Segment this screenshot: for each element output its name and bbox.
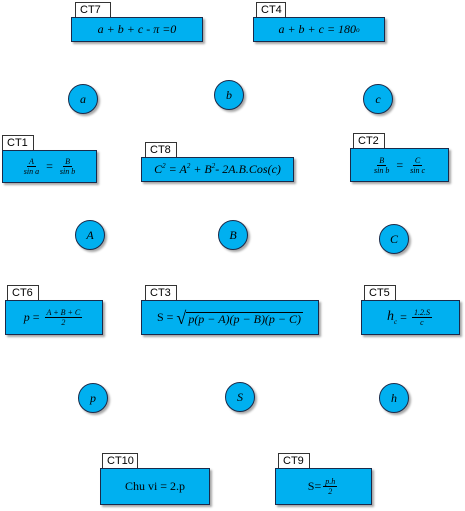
ct9-den: 2 bbox=[328, 487, 333, 496]
node-S-label: S bbox=[237, 389, 243, 404]
ct6-lhs: p bbox=[23, 310, 30, 324]
ct5-equals: = bbox=[400, 310, 407, 324]
ct1-den-2: sin b bbox=[59, 167, 76, 176]
node-S[interactable]: S bbox=[225, 382, 255, 412]
ct3-radicand: p(p − A)(p − B)(p − C) bbox=[186, 311, 304, 326]
ct2-tag: CT2 bbox=[353, 133, 385, 149]
ct8-formula-box[interactable]: C2 = A2 + B2- 2A.B.Cos(c) bbox=[141, 157, 294, 182]
ct1-equals: = bbox=[46, 159, 53, 173]
ct3-equals: = bbox=[166, 310, 174, 324]
ct7-formula-box[interactable]: a + b + c - π =0 bbox=[71, 17, 203, 42]
node-a[interactable]: a bbox=[68, 84, 98, 114]
node-p[interactable]: p bbox=[78, 383, 108, 413]
ct3-formula-box[interactable]: S = √p(p − A)(p − B)(p − C) bbox=[141, 300, 319, 335]
ct6-tag: CT6 bbox=[7, 285, 39, 301]
ct9-lhs: S= bbox=[307, 479, 322, 493]
ct4-degree: o bbox=[356, 25, 360, 34]
ct10-tag: CT10 bbox=[102, 453, 138, 469]
ct2-equals: = bbox=[396, 157, 404, 172]
ct5-num: 1.2.S bbox=[411, 308, 432, 318]
ct9-tag: CT9 bbox=[278, 453, 310, 469]
ct4-tag: CT4 bbox=[256, 2, 286, 18]
node-C[interactable]: C bbox=[379, 224, 409, 254]
ct8-formula: C2 = A2 + B2- 2A.B.Cos(c) bbox=[154, 162, 281, 176]
ct5-tag: CT5 bbox=[364, 285, 396, 301]
node-b[interactable]: b bbox=[214, 80, 244, 110]
node-p-label: p bbox=[90, 390, 96, 405]
ct7-formula: a + b + c - π =0 bbox=[97, 22, 177, 36]
ct1-den-1: sin a bbox=[23, 167, 40, 176]
node-c[interactable]: c bbox=[363, 84, 393, 114]
ct7-tag: CT7 bbox=[75, 2, 111, 18]
ct1-tag: CT1 bbox=[2, 135, 34, 151]
ct6-equals: = bbox=[32, 310, 40, 324]
ct2-num-1: B bbox=[377, 155, 387, 166]
ct3-tag: CT3 bbox=[145, 285, 177, 301]
ct6-den: 2 bbox=[61, 318, 66, 327]
ct1-num-2: B bbox=[63, 157, 72, 167]
ct10-formula-box[interactable]: Chu vi = 2.p bbox=[100, 468, 210, 505]
node-h-label: h bbox=[391, 390, 397, 405]
node-C-label: C bbox=[389, 231, 398, 246]
ct5-lhs: hc bbox=[387, 309, 398, 326]
node-a-label: a bbox=[80, 91, 86, 106]
ct8-tag: CT8 bbox=[145, 142, 177, 158]
ct1-num-1: A bbox=[26, 157, 36, 167]
ct5-den: c bbox=[420, 318, 424, 327]
ct2-num-2: C bbox=[412, 155, 423, 166]
ct3-lhs: S bbox=[156, 310, 164, 324]
node-B[interactable]: B bbox=[218, 220, 248, 250]
ct9-num: p.h bbox=[323, 477, 338, 487]
ct4-formula: a + b + c = 180 bbox=[278, 22, 357, 36]
ct3-sqrt: √p(p − A)(p − B)(p − C) bbox=[176, 307, 304, 328]
node-A[interactable]: A bbox=[75, 220, 105, 250]
ct6-num: A + B + C bbox=[44, 308, 83, 318]
ct2-den-2: sin c bbox=[410, 165, 425, 175]
node-A-label: A bbox=[86, 227, 94, 242]
ct2-den-1: sin b bbox=[373, 165, 390, 175]
node-c-label: c bbox=[375, 91, 381, 106]
node-h[interactable]: h bbox=[379, 383, 409, 413]
node-B-label: B bbox=[229, 227, 237, 242]
node-b-label: b bbox=[226, 87, 232, 102]
ct10-formula: Chu vi = 2.p bbox=[124, 479, 186, 493]
